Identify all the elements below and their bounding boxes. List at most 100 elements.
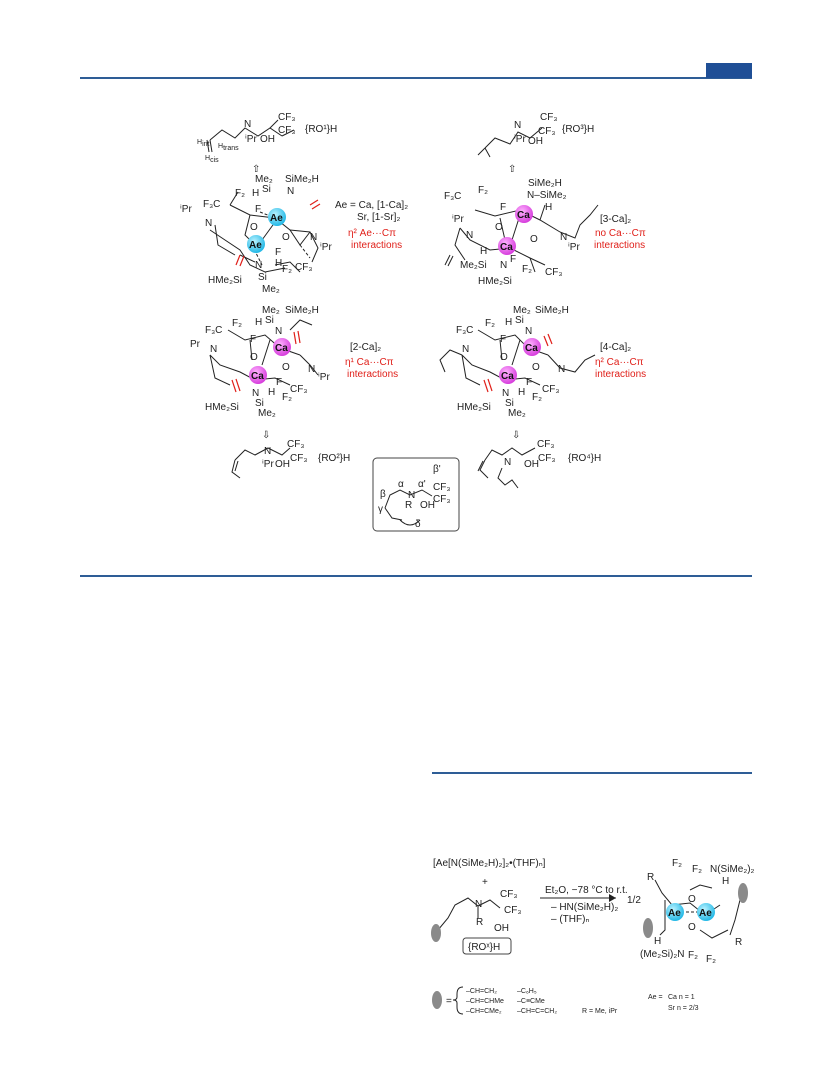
greek-n: N <box>408 490 415 501</box>
legend-c2-r0: –C₆H₅ <box>517 988 537 995</box>
dimer-1-alkene-top <box>309 199 321 210</box>
d4-hme2si: HMe₂Si <box>457 402 491 413</box>
scheme-ligand-structure <box>437 897 501 931</box>
d1-n-bottom: N <box>255 260 262 271</box>
ca-atom-4-top <box>523 338 541 356</box>
d1-me2: Me₂ <box>255 174 273 185</box>
dimer-4-alkene-top <box>543 333 553 347</box>
dimer-2-alkene-top <box>293 330 301 345</box>
legend-oval <box>432 991 442 1009</box>
d2-pr: Pr <box>190 339 201 350</box>
ca-atom-4-top-label: Ca <box>525 343 538 354</box>
ca-atom-4-bottom <box>499 366 517 384</box>
greek-r: R <box>405 500 412 511</box>
scheme-prod-f2-top: F₂ <box>672 858 682 869</box>
greek-gamma: γ <box>378 504 383 515</box>
arrow-down-2: ⇩ <box>262 430 270 441</box>
d4-f: F <box>500 334 506 345</box>
d2-n-top: N <box>275 326 282 337</box>
d4-o-top: O <box>500 352 508 363</box>
legend-c2-r2: –CH=C=CH₂ <box>517 1008 557 1015</box>
d3-me2si: Me₂Si <box>460 260 487 271</box>
d4-cf3-bottom: CF₃ <box>542 384 559 395</box>
d4-n-bottom: N <box>502 388 509 399</box>
arrow-up-1: ⇧ <box>252 164 260 175</box>
arrow-down-4: ⇩ <box>512 430 520 441</box>
ro2-CF3-top: CF₃ <box>287 439 304 450</box>
d3-compound: [3-Ca]₂ <box>600 214 631 225</box>
d4-n-top: N <box>525 326 532 337</box>
greek-alpha: α <box>398 479 404 490</box>
scheme-prod-amide: N(SiMe₂)₂ <box>710 864 755 875</box>
ro3-N: N <box>514 120 521 131</box>
ro4-label: {RO⁴}H <box>568 453 601 464</box>
d4-f3c: F₃C <box>456 325 473 336</box>
ro1-CF3-top: CF₃ <box>278 112 295 123</box>
scheme-top-rule <box>432 772 752 774</box>
d1-cf3-bottom: CF₃ <box>295 262 312 273</box>
ae-atom-bottom-label: Ae <box>249 240 262 251</box>
ca-atom-4-bottom-label: Ca <box>501 371 514 382</box>
d3-hme2si: HMe₂Si <box>478 276 512 287</box>
d3-n-bottom: N <box>500 260 507 271</box>
scheme-byproduct1: – HN(SiMe₂H)₂ <box>551 902 618 913</box>
d1-h-bottom: H <box>275 258 282 269</box>
ae-atom-bottom <box>247 235 265 253</box>
d1-ae-label2: Sr, [1-Sr]₂ <box>357 212 400 223</box>
d1-o-top: O <box>250 222 258 233</box>
d2-f2: F₂ <box>232 318 242 329</box>
d2-ipr-right: ⁱPr <box>318 372 330 383</box>
ca-atom-2-top <box>273 338 291 356</box>
scheme-ligand-r: R <box>476 917 483 928</box>
d2-f2-bottom: F₂ <box>282 392 292 403</box>
d4-h-top: H <box>505 317 512 328</box>
d3-h-bottom: H <box>480 246 487 257</box>
d4-me2: Me₂ <box>513 305 531 316</box>
scheme-stoich: 1/2 <box>627 895 641 906</box>
ro1-h-cis: Hcis <box>205 155 219 164</box>
d3-o-bottom: O <box>530 234 538 245</box>
greek-beta-prime: β' <box>433 464 441 475</box>
scheme-ligand-cf3-top: CF₃ <box>500 889 517 900</box>
d4-n-right: N <box>558 364 565 375</box>
dimer-2-alkene-bottom <box>231 378 241 393</box>
d1-me2-bottom: Me₂ <box>262 284 280 295</box>
scheme-conditions: Et₂O, −78 °C to r.t. <box>545 885 628 896</box>
d1-n-right: N <box>310 232 317 243</box>
d2-cf3-bottom: CF₃ <box>290 384 307 395</box>
d1-interaction2: interactions <box>351 240 402 251</box>
d2-f-bottom: F <box>276 377 282 388</box>
d3-interaction: no Ca···Cπ <box>595 228 646 239</box>
scheme-ligand-label: {ROˣ}H <box>468 942 500 953</box>
d1-o-bottom: O <box>282 232 290 243</box>
d1-n-top: N <box>287 186 294 197</box>
d2-o-bottom: O <box>282 362 290 373</box>
d2-si: Si <box>265 315 274 326</box>
d2-interaction: η¹ Ca···Cπ <box>345 357 394 368</box>
ca-atom-2-bottom-label: Ca <box>251 371 264 382</box>
d4-o-bottom: O <box>532 362 540 373</box>
scheme-ligand-substituent-oval <box>431 924 441 942</box>
scheme-byproduct2: – (THF)ₙ <box>551 914 589 925</box>
arrow-up-3: ⇧ <box>508 164 516 175</box>
scheme-product-oval-right <box>738 883 748 903</box>
header-tab <box>706 63 752 78</box>
legend-c2-r1: –C≡CMe <box>517 998 545 1005</box>
d2-hme2si: HMe₂Si <box>205 402 239 413</box>
d1-f2-bottom: F₂ <box>282 264 292 275</box>
legend-eq: = <box>446 996 452 1007</box>
scheme-ae-atom-left-label: Ae <box>668 908 681 919</box>
legend-c1-r0: –CH=CH₂ <box>466 988 497 995</box>
greek-oh: OH <box>420 500 435 511</box>
ro1-iPr: ⁱPr <box>245 134 257 145</box>
d2-n-bottom: N <box>252 388 259 399</box>
greek-alpha-prime: α' <box>418 479 426 490</box>
ro2-OH: OH <box>275 459 290 470</box>
ca-atom-2-top-label: Ca <box>275 343 288 354</box>
d2-compound: [2-Ca]₂ <box>350 342 381 353</box>
greek-label-box <box>372 457 460 532</box>
scheme-prod-r-left: R <box>647 872 654 883</box>
d3-f3c: F₃C <box>444 191 461 202</box>
legend-c1-r1: –CH=CHMe <box>466 998 504 1005</box>
ro3-label: {RO³}H <box>562 124 594 135</box>
